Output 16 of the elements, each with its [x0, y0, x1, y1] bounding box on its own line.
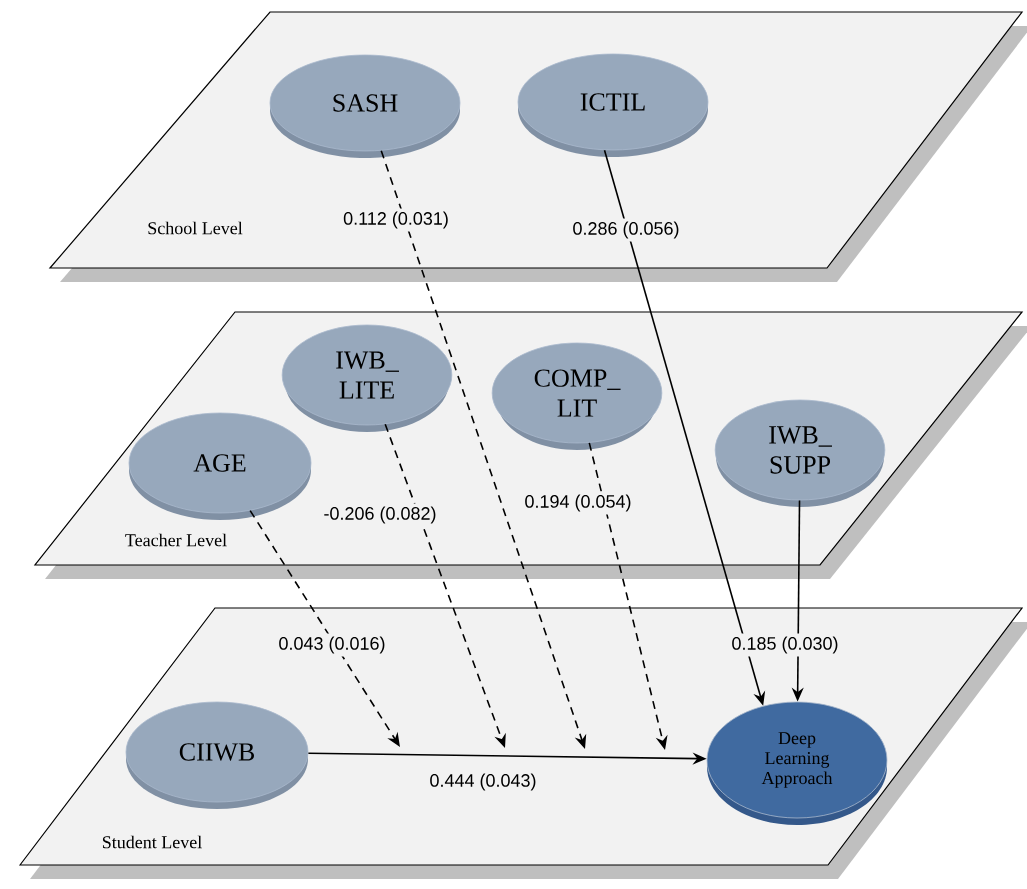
ellipse-node: COMP_ LIT — [491, 342, 663, 450]
edge-label: 0.194 (0.054) — [521, 491, 635, 515]
edge-label: 0.043 (0.016) — [275, 633, 389, 657]
edge-label: 0.185 (0.030) — [728, 633, 842, 657]
ellipse-node: SASH — [269, 54, 461, 158]
ellipse-node: IWB_ LITE — [281, 324, 453, 432]
ellipse-node: AGE — [128, 412, 312, 520]
ellipse-node: CIIWB — [125, 701, 309, 809]
arrow — [249, 509, 400, 747]
ellipse-node: Deep Learning Approach — [706, 701, 888, 825]
ellipse-node: ICTIL — [517, 53, 709, 157]
edge-label: 0.286 (0.056) — [569, 218, 683, 242]
edge-label: -0.206 (0.082) — [320, 503, 440, 527]
edge-label: 0.444 (0.043) — [426, 770, 540, 794]
edge-label: 0.112 (0.031) — [340, 208, 452, 232]
ellipse-node: IWB_ SUPP — [714, 399, 886, 507]
